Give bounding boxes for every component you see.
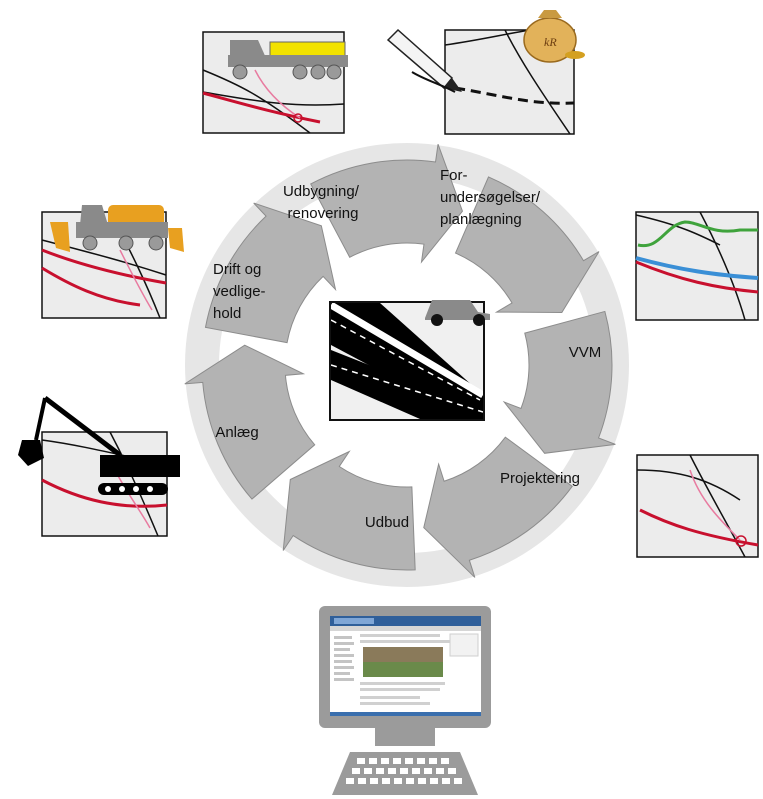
stage-label-anlaeg: Anlæg [215, 424, 258, 441]
money-bag-text: kR [544, 35, 557, 49]
panel-udbygning [202, 31, 348, 134]
stage-labels: Udbygning/ renovering For- undersøgelser… [213, 167, 601, 531]
keyboard-icon [332, 752, 478, 795]
excavator-icon [18, 396, 180, 495]
car-icon [425, 300, 490, 326]
cycle-arrow [423, 436, 573, 578]
money-bag-icon: kR [523, 10, 585, 63]
cycle-arrow [184, 344, 316, 500]
cycle-arrow [454, 176, 600, 313]
pencil-icon [386, 28, 462, 93]
stage-label-forundersoegelser: For- undersøgelser/ planlægning [440, 167, 544, 228]
cycle-arrow [310, 143, 464, 264]
computer-icon [319, 606, 491, 795]
cycle-arrow [502, 310, 616, 454]
stage-label-udbud: Udbud [365, 514, 409, 531]
truck-icon [228, 40, 348, 80]
cycle-arrow [282, 450, 416, 571]
panel-projektering [636, 454, 759, 558]
panel-anlaeg [18, 396, 180, 537]
bulldozer-icon [50, 205, 184, 252]
panel-forundersoegelser: kR [386, 10, 585, 135]
stage-label-projektering: Projektering [500, 470, 580, 487]
stage-label-udbygning: Udbygning/ renovering [283, 183, 363, 222]
stage-label-drift: Drift og vedlige- hold [213, 261, 270, 322]
cycle-arrow [204, 202, 337, 344]
road-panel [329, 300, 490, 421]
panel-drift [41, 205, 184, 319]
stage-label-vvm: VVM [569, 344, 602, 361]
cycle-arrows [184, 143, 616, 578]
panel-vvm [635, 211, 759, 321]
